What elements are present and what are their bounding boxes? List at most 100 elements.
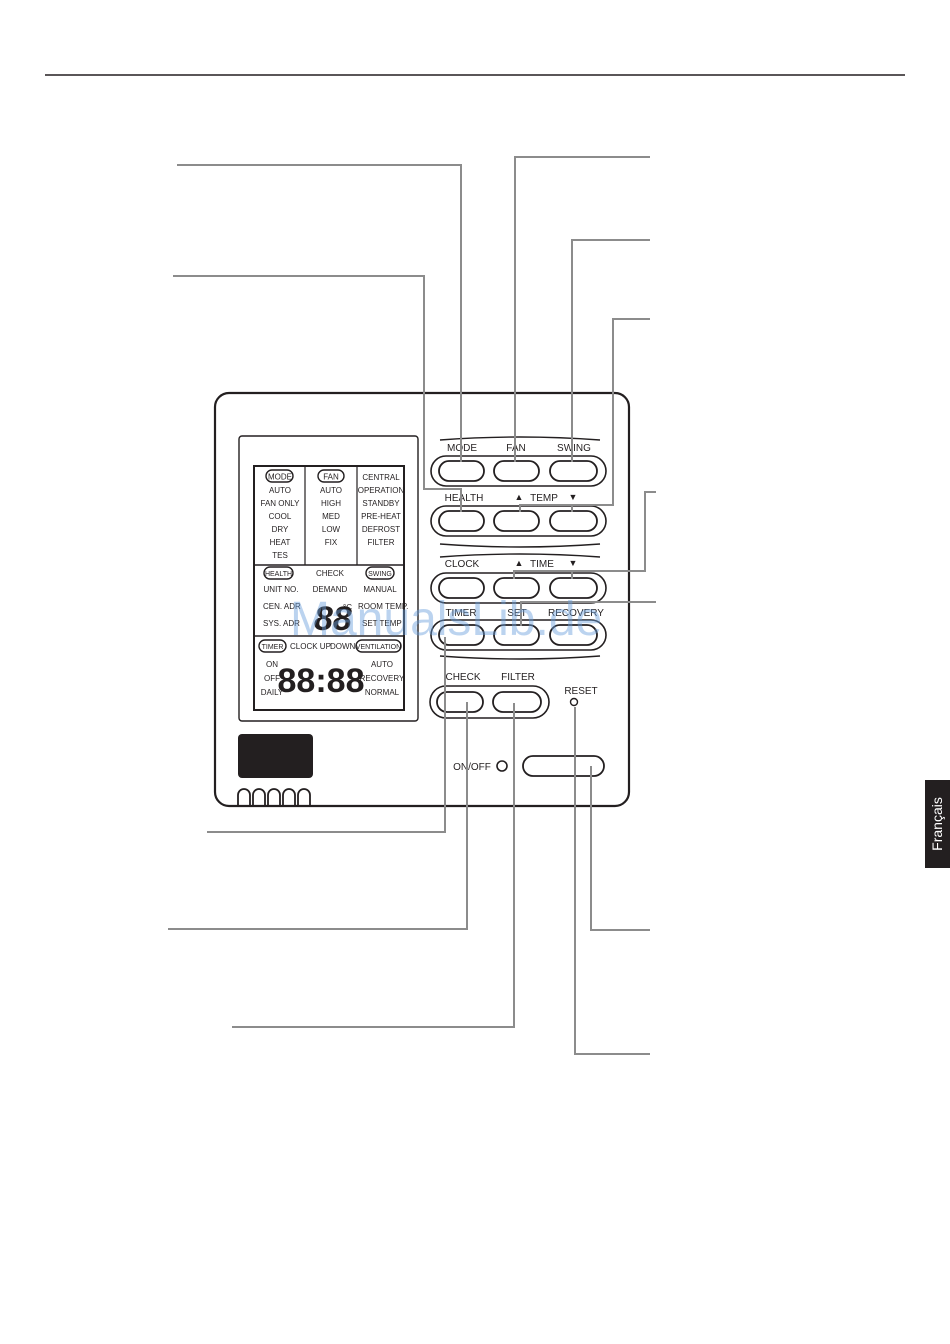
lcd-mode-item: TES: [272, 551, 288, 560]
lcd-mode-item: COOL: [269, 512, 292, 521]
lcd-mode-tag: MODE: [268, 473, 292, 482]
lcd-fan-item: LOW: [322, 525, 341, 534]
lcd-mode-item: FAN ONLY: [261, 499, 301, 508]
clock-button-label: CLOCK: [445, 559, 480, 570]
leader-line-time: [513, 491, 656, 579]
leader-line-set: [520, 601, 656, 626]
panel-section-arc: [439, 655, 601, 660]
grip-slot: [237, 788, 251, 806]
temp-down-arrow: ▼: [569, 492, 578, 502]
leader-line-reset: [574, 707, 650, 1055]
filter-button-label: FILTER: [501, 672, 535, 683]
clock-button[interactable]: [438, 577, 485, 599]
lcd-mode-item: HEAT: [270, 538, 291, 547]
leader-line-swing: [571, 239, 650, 462]
time-label: TIME: [530, 559, 554, 570]
lcd-check: CHECK: [316, 569, 345, 578]
lcd-vent-mode: AUTO: [371, 660, 393, 669]
panel-section-arc: [439, 553, 601, 558]
leader-line-fan: [514, 156, 650, 462]
lcd-tag-frame: [263, 566, 294, 580]
lcd-ventilation-tag: VENTILATION: [356, 644, 401, 651]
health-button-label: HEALTH: [445, 493, 484, 504]
lcd-tag-frame: [317, 469, 345, 483]
leader-line-health: [173, 275, 462, 512]
leader-line-on-off: [590, 766, 650, 931]
set-button-label: SET: [507, 608, 526, 619]
lcd-unit-no: UNIT NO.: [264, 585, 299, 594]
lcd-clock-digits: 88:88: [278, 662, 365, 700]
lcd-degree-unit: °C: [343, 603, 352, 612]
lcd-fan-item: HIGH: [321, 499, 341, 508]
leader-line-temp: [519, 318, 650, 512]
lcd-manual: MANUAL: [363, 585, 397, 594]
lcd-vent-mode: NORMAL: [365, 688, 400, 697]
lcd-status-item: CENTRAL: [362, 473, 400, 482]
lcd-mode-item: DRY: [272, 525, 289, 534]
lcd-health-tag: HEALTH: [265, 571, 292, 578]
lcd-status-item: STANDBY: [362, 499, 400, 508]
lcd-status-item: DEFROST: [362, 525, 400, 534]
check-button[interactable]: [436, 691, 484, 713]
language-tab-label: Français: [929, 797, 945, 851]
lcd-timer-mode: DAILY: [261, 688, 284, 697]
reset-pinhole[interactable]: [569, 697, 579, 707]
grip-slot: [252, 788, 266, 806]
fan-button[interactable]: [493, 460, 540, 482]
lcd-swing-tag: SWING: [368, 571, 392, 578]
lcd-set-temp: SET TEMP: [362, 619, 402, 628]
lcd-tag-frame: [365, 566, 395, 580]
on-off-button[interactable]: [522, 755, 605, 777]
time-up-button[interactable]: [493, 577, 540, 599]
on-off-indicator: [496, 760, 508, 772]
leader-line-check: [168, 702, 468, 930]
temp-up-button[interactable]: [493, 510, 540, 532]
lcd-sys-addr: SYS. ADR: [263, 619, 300, 628]
timer-button-label: TIMER: [445, 608, 476, 619]
filter-button[interactable]: [492, 691, 542, 713]
lcd-timer-tag: TIMER: [262, 644, 284, 651]
lcd-status-item: PRE-HEAT: [361, 512, 401, 521]
grip-slot: [282, 788, 296, 806]
leader-line-mode: [177, 164, 462, 462]
leader-line-filter: [232, 703, 515, 1028]
time-down-arrow: ▼: [569, 558, 578, 568]
lcd-fan-item: AUTO: [320, 486, 342, 495]
swing-button[interactable]: [549, 460, 598, 482]
recovery-button[interactable]: [549, 624, 598, 646]
timer-button[interactable]: [438, 624, 485, 646]
on-off-label: ON/OFF: [453, 762, 491, 773]
lcd-timer-mode: ON: [266, 660, 278, 669]
leader-line-timer: [207, 637, 446, 833]
health-button[interactable]: [438, 510, 485, 532]
infrared-window: [238, 734, 313, 778]
lcd-vent-mode: RECOVERY: [360, 674, 405, 683]
swing-button-label: SWING: [557, 443, 591, 454]
mode-button[interactable]: [438, 460, 485, 482]
lcd-mode-item: AUTO: [269, 486, 291, 495]
grip-slot: [267, 788, 281, 806]
grip-slot: [297, 788, 311, 806]
language-tab: Français: [925, 780, 950, 868]
lcd-temp-digits: 88: [314, 600, 352, 638]
recovery-button-label: RECOVERY: [548, 608, 604, 619]
panel-section-arc: [439, 436, 601, 441]
set-button[interactable]: [493, 624, 540, 646]
lcd-status-item: FILTER: [368, 538, 395, 547]
time-up-arrow: ▲: [515, 558, 524, 568]
lcd-tag-frame: [265, 469, 294, 483]
lcd-fan-item: FIX: [325, 538, 338, 547]
panel-section-arc: [439, 543, 601, 548]
reset-label: RESET: [564, 686, 597, 697]
time-down-button[interactable]: [549, 577, 598, 599]
lcd-fan-tag: FAN: [323, 473, 339, 482]
mode-button-label: MODE: [447, 443, 477, 454]
lcd-cen-addr: CEN. ADR: [263, 602, 301, 611]
lcd-down: DOWN: [330, 642, 356, 651]
lcd-tag-frame: [355, 639, 402, 653]
lcd-timer-mode: OFF: [264, 674, 280, 683]
watermark: ManualsLib.de: [290, 593, 603, 646]
temp-down-button[interactable]: [549, 510, 598, 532]
temp-up-arrow: ▲: [515, 492, 524, 502]
